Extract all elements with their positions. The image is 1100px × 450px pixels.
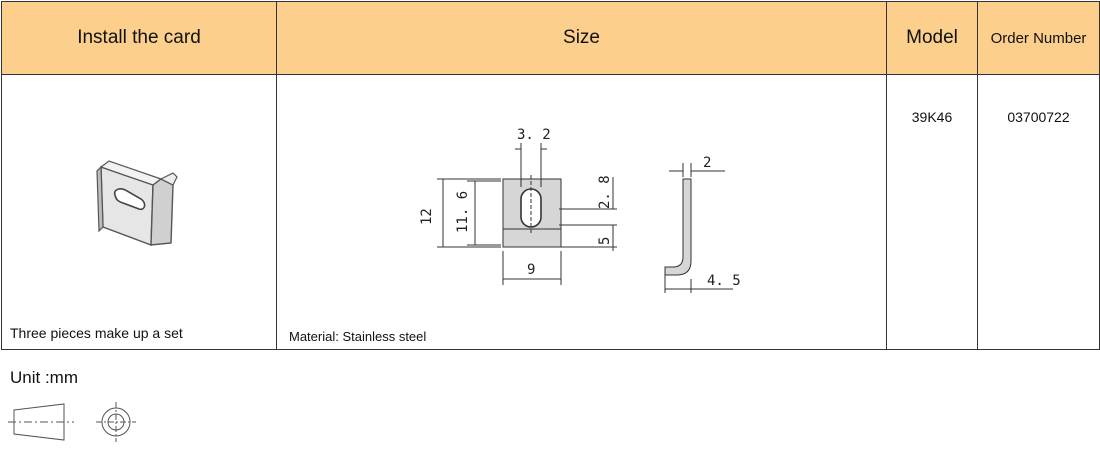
dim-bottom-offset: 5 — [597, 237, 613, 245]
header-order-number: Order Number — [977, 1, 1100, 75]
unit-label: Unit :mm — [10, 368, 78, 387]
card-3d-icon — [96, 160, 178, 246]
material-note: Material: Stainless steel — [289, 329, 427, 344]
model-value: 39K46 — [911, 109, 953, 125]
table-row: Three pieces make up a set — [1, 74, 1100, 350]
order-cell: 03700722 — [977, 74, 1100, 350]
order-number-value: 03700722 — [1007, 109, 1070, 125]
dimension-drawing: 3. 2 2 4. 5 9 12 11. 6 2. 8 5 — [419, 127, 741, 293]
header-model: Model — [886, 1, 978, 75]
dim-width: 9 — [527, 262, 535, 278]
dim-slot-width: 3. 2 — [517, 127, 551, 143]
size-cell: 3. 2 2 4. 5 9 12 11. 6 2. 8 5 Material: … — [276, 74, 887, 350]
header-install: Install the card — [1, 1, 277, 75]
install-cell: Three pieces make up a set — [1, 74, 277, 350]
header-row: Install the card Size Model Order Number — [1, 1, 1100, 75]
spec-table: Install the card Size Model Order Number… — [1, 1, 1100, 350]
dim-thickness: 2 — [703, 155, 711, 171]
dim-depth: 4. 5 — [707, 273, 741, 289]
model-cell: 39K46 — [886, 74, 978, 350]
dim-height-total: 12 — [419, 208, 435, 225]
dim-height-inner: 11. 6 — [455, 191, 471, 233]
dim-top-offset: 2. 8 — [597, 175, 613, 209]
install-note: Three pieces make up a set — [10, 325, 183, 341]
projection-symbol-icon — [8, 402, 136, 442]
header-size: Size — [276, 1, 887, 75]
